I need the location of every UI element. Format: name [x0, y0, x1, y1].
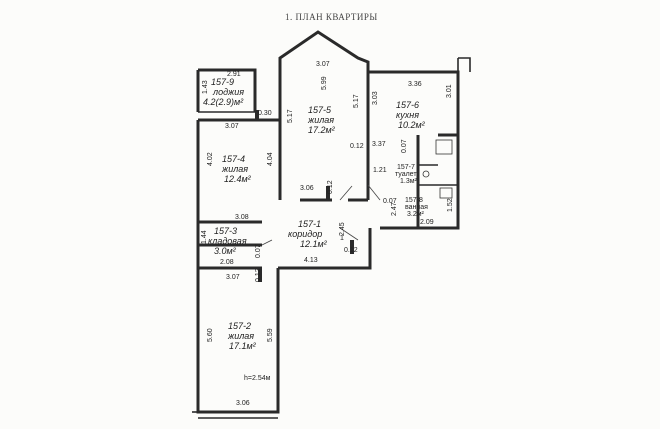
pillar	[350, 240, 354, 254]
door-swing	[367, 184, 381, 201]
plan-title: 1. ПЛАН КВАРТИРЫ	[285, 12, 378, 22]
svg-text:3.2м²: 3.2м²	[407, 211, 425, 218]
kitchen-niche	[457, 57, 471, 72]
svg-text:12.4м²: 12.4м²	[224, 174, 252, 184]
dimension: 4.04	[267, 152, 274, 166]
dimension: 1	[340, 235, 344, 242]
toilet-fixture	[422, 170, 430, 178]
room-157-8-label: 157-8 ванная 3.2м²	[405, 197, 428, 218]
room-157-6-label: 157-6 кухня 10.2м²	[396, 100, 426, 130]
dimension: 0.30	[258, 110, 272, 117]
dimension: 0.12	[327, 180, 334, 194]
room-157-7-label: 157-7 туалет 1.3м²	[395, 164, 418, 185]
svg-text:157-7: 157-7	[397, 164, 415, 171]
dimension: 3.08	[235, 214, 249, 221]
svg-text:17.1м²: 17.1м²	[229, 341, 257, 351]
room-157-1-label: 157-1 коридор 12.1м²	[288, 219, 328, 249]
dimension: 3.07	[316, 61, 330, 68]
loggia-walls	[196, 68, 257, 112]
dimension: 0.07	[255, 244, 262, 258]
dimension: 1.21	[373, 167, 387, 174]
svg-text:157-1: 157-1	[298, 219, 321, 229]
dimension: 1.52	[447, 198, 454, 212]
dimension: 3.36	[408, 81, 422, 88]
svg-text:157-8: 157-8	[405, 197, 423, 204]
svg-text:коридор: коридор	[288, 229, 322, 239]
ceiling-height: h=2.54м	[244, 375, 271, 382]
svg-text:3.0м²: 3.0м²	[214, 246, 237, 256]
room-157-3-label: 157-3 кладовая 3.0м²	[208, 226, 247, 256]
room-157-4-label: 157-4 жилая 12.4м²	[221, 154, 252, 184]
dimension: 3.06	[300, 185, 314, 192]
door-swing	[261, 239, 273, 246]
dimension: 2.47	[391, 202, 398, 216]
dimension: 0.12	[255, 268, 262, 282]
stove-fixture	[435, 139, 453, 155]
svg-text:157-4: 157-4	[222, 154, 245, 164]
room-2-walls	[196, 268, 280, 414]
dimension: 2.45	[339, 222, 346, 236]
sink-fixture	[439, 187, 453, 199]
svg-text:кухня: кухня	[396, 110, 419, 120]
dimension: 2.09	[420, 219, 434, 226]
svg-text:12.1м²: 12.1м²	[300, 239, 328, 249]
svg-text:17.2м²: 17.2м²	[308, 125, 336, 135]
dimension: 5.17	[287, 109, 294, 123]
dimension: 2.91	[227, 71, 241, 78]
dimension: 1.44	[201, 230, 208, 244]
dimension: 3.03	[372, 91, 379, 105]
dimension: 4.13	[304, 257, 318, 264]
svg-text:10.2м²: 10.2м²	[398, 120, 426, 130]
dimension: 5.99	[321, 76, 328, 90]
svg-text:туалет: туалет	[395, 171, 417, 178]
svg-text:жилая: жилая	[227, 331, 254, 341]
dimension: 2.08	[220, 259, 234, 266]
bath-outer-walls	[380, 133, 460, 230]
dimension: 3.01	[446, 84, 453, 98]
room-157-2-label: 157-2 жилая 17.1м²	[227, 321, 257, 351]
svg-text:ванная: ванная	[405, 204, 428, 211]
svg-text:157-9: 157-9	[211, 77, 234, 87]
door-swing	[339, 185, 353, 201]
dimension: 5.60	[207, 328, 214, 342]
svg-text:4.2(2.9)м²: 4.2(2.9)м²	[203, 97, 244, 107]
dimension: 1.43	[202, 80, 209, 94]
dimension: 0.12	[350, 143, 364, 150]
room-157-9-label: 157-9 лоджия 4.2(2.9)м²	[203, 77, 244, 107]
svg-text:жилая: жилая	[221, 164, 248, 174]
dimension: 5.59	[267, 328, 274, 342]
dimension: 3.37	[372, 141, 386, 148]
dimension: 0.12	[344, 247, 358, 254]
dimension: 3.07	[225, 123, 239, 130]
svg-text:157-5: 157-5	[308, 105, 332, 115]
dimension: 0.07	[383, 198, 397, 205]
dimension: 4.02	[207, 152, 214, 166]
dimension: 3.06	[236, 400, 250, 407]
dimension: 3.07	[226, 274, 240, 281]
svg-text:1.3м²: 1.3м²	[400, 178, 418, 185]
pillar	[326, 186, 330, 200]
room-157-5-label: 157-5 жилая 17.2м²	[307, 105, 336, 135]
door-swing	[339, 227, 359, 241]
corridor-bottom-wall	[278, 228, 372, 270]
svg-text:жилая: жилая	[307, 115, 334, 125]
svg-text:157-6: 157-6	[396, 100, 419, 110]
dimension: 0.07	[401, 139, 408, 153]
svg-text:157-3: 157-3	[214, 226, 237, 236]
svg-text:157-2: 157-2	[228, 321, 251, 331]
pillar	[255, 110, 259, 120]
dimension: 5.17	[353, 94, 360, 108]
svg-text:лоджия: лоджия	[212, 87, 244, 97]
svg-text:кладовая: кладовая	[208, 236, 247, 246]
pillar	[258, 268, 262, 282]
